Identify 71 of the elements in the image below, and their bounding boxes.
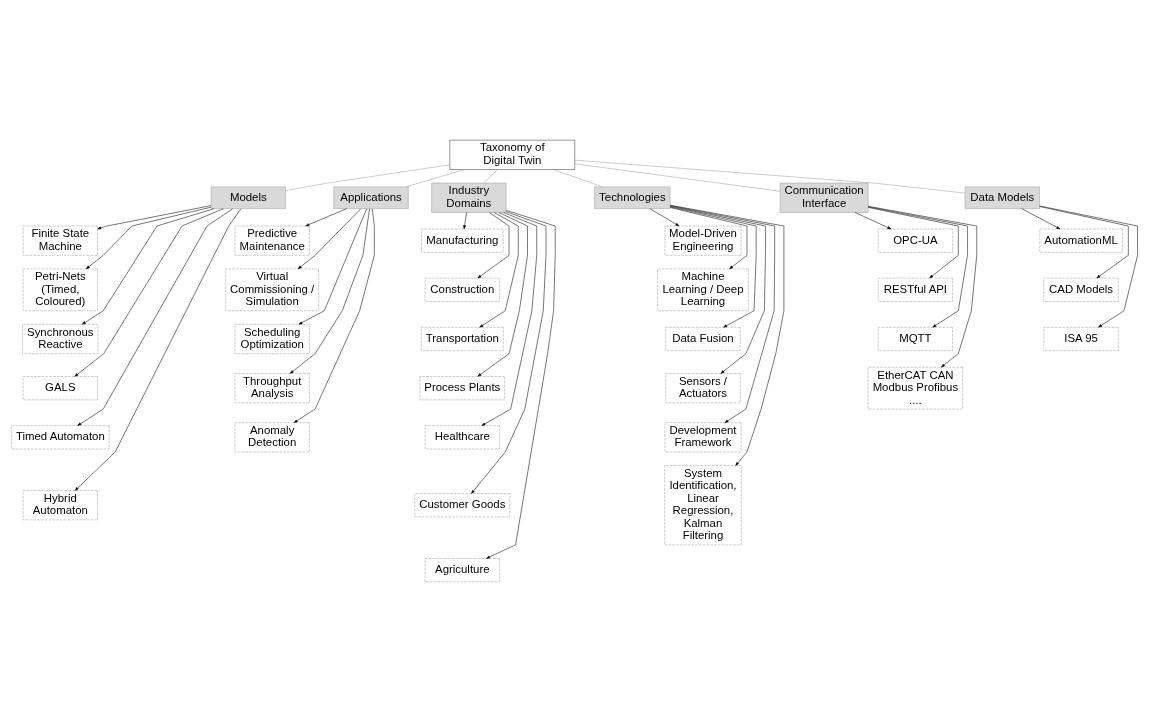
arrow xyxy=(669,207,748,270)
arrow xyxy=(297,208,362,270)
arrow xyxy=(97,205,212,230)
node-box: Taxonomy of Digital Twin xyxy=(449,139,576,170)
arrow xyxy=(479,212,519,328)
connector xyxy=(574,159,966,194)
arrow xyxy=(477,212,510,279)
arrow xyxy=(77,208,233,426)
node-box: Synchronous Reactive xyxy=(22,324,99,354)
node-box: System Identification, Linear Regression, Kalman Filtering xyxy=(664,465,742,546)
node-box: Manufacturing xyxy=(421,228,504,253)
node-box: EtherCAT CAN Modbus Profibus .... xyxy=(867,367,963,410)
node-box: Models xyxy=(210,186,286,209)
node-box: RESTful API xyxy=(877,277,953,302)
arrow xyxy=(486,210,556,559)
node-box: Customer Goods xyxy=(414,493,511,518)
node-box: Industry Domains xyxy=(431,182,507,213)
node-box: ISA 95 xyxy=(1043,327,1119,351)
arrow xyxy=(463,212,467,229)
node-box: CAD Models xyxy=(1043,277,1119,302)
arrow xyxy=(867,207,959,279)
node-box: Sensors / Actuators xyxy=(665,373,741,404)
node-box: Agriculture xyxy=(424,558,500,583)
node-box: Anomaly Detection xyxy=(234,422,310,453)
node-box: Data Fusion xyxy=(665,327,741,351)
arrow xyxy=(298,208,367,325)
node-box: Scheduling Optimization xyxy=(234,324,310,354)
node-box: GALS xyxy=(22,376,98,401)
arrow xyxy=(649,208,680,227)
arrow xyxy=(1039,205,1138,328)
node-box: Finite State Machine xyxy=(22,225,98,256)
node-box: Construction xyxy=(424,277,500,302)
node-box: Applications xyxy=(333,186,409,209)
arrow xyxy=(289,208,370,374)
arrow xyxy=(669,205,766,374)
connector xyxy=(483,169,498,184)
arrow xyxy=(669,206,757,328)
node-box: Petri-Nets (Timed, Coloured) xyxy=(22,268,98,311)
node-box: Data Models xyxy=(964,186,1040,209)
node-box: Healthcare xyxy=(424,425,500,450)
arrow xyxy=(305,208,347,227)
arrow xyxy=(1039,206,1129,279)
arrow xyxy=(669,205,775,423)
arrow xyxy=(74,208,224,377)
arrow xyxy=(477,212,528,377)
arrow xyxy=(867,206,968,328)
node-box: Development Framework xyxy=(664,422,742,453)
arrow xyxy=(481,212,537,426)
arrow xyxy=(868,206,978,368)
node-box: Hybrid Automaton xyxy=(22,490,98,521)
arrow xyxy=(1021,208,1061,230)
connector xyxy=(285,164,451,191)
node-box: Timed Automaton xyxy=(11,425,110,450)
arrow xyxy=(86,206,212,270)
arrow xyxy=(74,208,242,491)
node-box: Process Plants xyxy=(419,376,505,401)
node-box: Transportation xyxy=(421,327,504,351)
arrow xyxy=(854,212,892,230)
node-box: Technologies xyxy=(594,186,671,209)
arrow xyxy=(82,208,215,325)
connector xyxy=(574,163,781,192)
node-box: Communication Interface xyxy=(779,182,869,213)
arrow xyxy=(471,211,547,494)
node-box: MQTT xyxy=(877,327,953,351)
connector xyxy=(552,169,603,188)
arrow xyxy=(293,208,375,423)
connector xyxy=(405,169,465,188)
node-box: Throughput Analysis xyxy=(234,373,310,404)
arrow xyxy=(669,204,785,466)
node-box: Virtual Commissioning / Simulation xyxy=(225,268,319,311)
node-box: Machine Learning / Deep Learning xyxy=(657,268,749,311)
